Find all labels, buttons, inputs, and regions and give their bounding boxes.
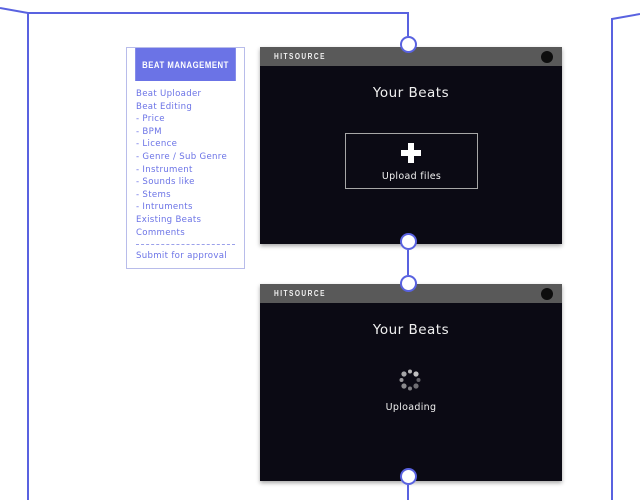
plus-icon [401, 143, 421, 163]
sidebar-item-intruments[interactable]: - Intruments [136, 202, 193, 213]
brand-logo: HITSOURCE [274, 289, 326, 298]
brand-logo: HITSOURCE [274, 52, 326, 61]
sidebar-header: BEAT MANAGEMENT [135, 48, 236, 81]
upload-files-label: Upload files [381, 171, 442, 182]
window-close-icon[interactable] [541, 287, 553, 300]
sidebar-item-bpm[interactable]: - BPM [136, 126, 162, 137]
page-title: Your Beats [372, 322, 450, 338]
sidebar-item-sounds-like[interactable]: - Sounds like [136, 177, 195, 188]
sidebar-item-beat-editing[interactable]: Beat Editing [136, 101, 193, 112]
sidebar-item-existing-beats[interactable]: Existing Beats [136, 214, 202, 225]
upload-files-button[interactable]: Upload files [345, 133, 478, 189]
sidebar-item-beat-uploader[interactable]: Beat Uploader [136, 89, 202, 99]
sidebar-item-genre[interactable]: - Genre / Sub Genre [136, 151, 228, 162]
flow-node [400, 275, 417, 292]
loading-spinner-icon [399, 369, 421, 391]
sidebar-menu: Beat Uploader Beat Editing - Price - BPM… [127, 81, 244, 239]
submit-for-approval-link[interactable]: Submit for approval [136, 251, 227, 262]
flow-node [400, 36, 417, 53]
flow-node [400, 468, 417, 485]
uploading-status-label: Uploading [385, 402, 437, 413]
upload-window: HITSOURCE Your Beats Upload files [260, 47, 562, 244]
window-close-icon[interactable] [541, 50, 553, 63]
sidebar-divider [136, 244, 235, 246]
sidebar-item-licence[interactable]: - Licence [136, 139, 178, 150]
sidebar-item-price[interactable]: - Price [136, 114, 165, 125]
sidebar-item-stems[interactable]: - Stems [136, 189, 171, 200]
sidebar-item-comments[interactable]: Comments [136, 227, 185, 238]
sidebar-item-instrument[interactable]: - Instrument [136, 164, 193, 175]
window-titlebar: HITSOURCE [260, 47, 562, 66]
page-title: Your Beats [372, 85, 450, 101]
flow-node [400, 233, 417, 250]
beat-management-sidebar: BEAT MANAGEMENT Beat Uploader Beat Editi… [126, 47, 245, 269]
uploading-window: HITSOURCE Your Beats Uploading [260, 284, 562, 481]
window-titlebar: HITSOURCE [260, 284, 562, 303]
